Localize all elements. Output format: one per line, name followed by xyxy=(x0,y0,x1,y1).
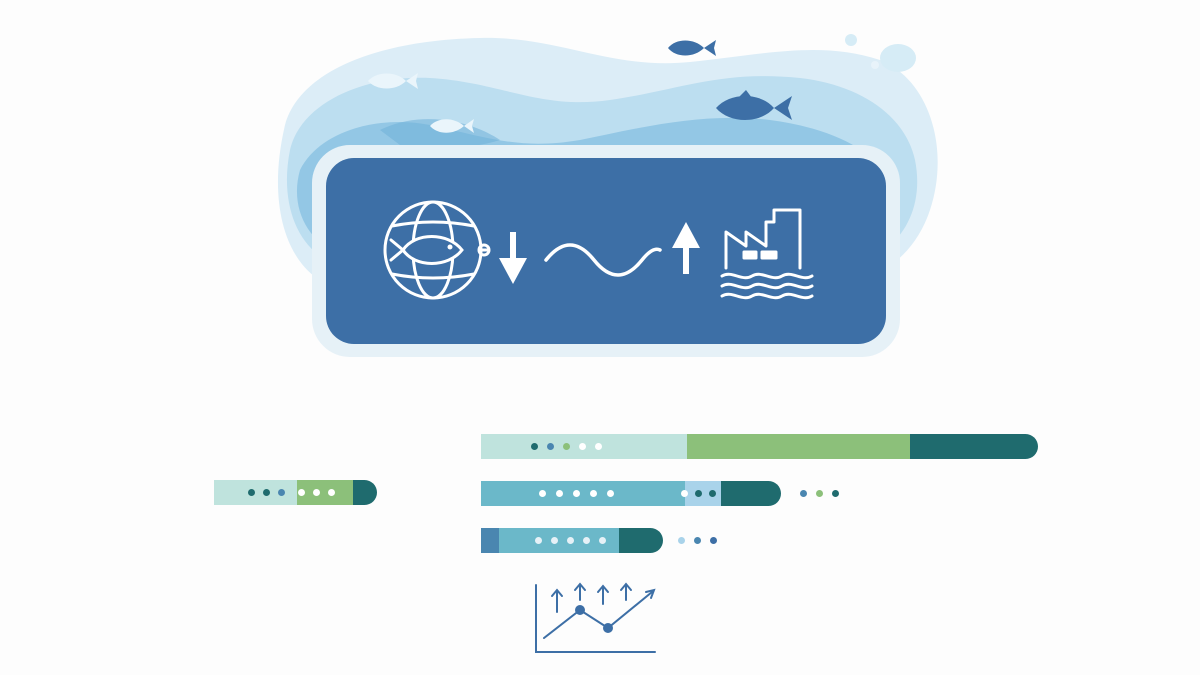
bubbles xyxy=(845,34,916,72)
bar-dot xyxy=(695,490,702,497)
legend-dot xyxy=(816,490,823,497)
bar-dot xyxy=(599,537,606,544)
fish-icon xyxy=(716,90,792,120)
bar-dot xyxy=(551,537,558,544)
bar-dot xyxy=(583,537,590,544)
bar-dot xyxy=(573,490,580,497)
bar-segment xyxy=(685,481,724,506)
bar-segment xyxy=(297,480,355,505)
legend-dot xyxy=(832,490,839,497)
bar-dot xyxy=(579,443,586,450)
wave-line-icon xyxy=(544,243,662,277)
bar-dot xyxy=(531,443,538,450)
bar-dot xyxy=(709,490,716,497)
bar-dot xyxy=(595,443,602,450)
bar-segment xyxy=(687,434,916,459)
fish-icon xyxy=(368,73,418,89)
bar-middle xyxy=(481,481,781,506)
legend-dot xyxy=(678,537,685,544)
factory-water-icon xyxy=(720,208,814,300)
bar-segment xyxy=(481,434,693,459)
bar-dot xyxy=(313,489,320,496)
bar-dot xyxy=(590,490,597,497)
bar-bottom xyxy=(481,528,663,553)
bar-dot xyxy=(248,489,255,496)
bar-dot xyxy=(328,489,335,496)
bar-dot xyxy=(535,537,542,544)
globe-fish-icon xyxy=(383,200,491,300)
fish-group xyxy=(368,40,792,133)
bar-dot xyxy=(563,443,570,450)
bar-segment xyxy=(721,481,781,506)
trend-chart-icon xyxy=(535,582,656,653)
fish-icon xyxy=(430,119,474,133)
bar-dot xyxy=(278,489,285,496)
bar-dot xyxy=(607,490,614,497)
bar-segment xyxy=(481,528,502,553)
legend-dot xyxy=(694,537,701,544)
bar-dot xyxy=(556,490,563,497)
arrow-up-icon xyxy=(672,222,700,274)
bar-dot xyxy=(567,537,574,544)
bar-dot xyxy=(547,443,554,450)
bar-dot xyxy=(263,489,270,496)
bar-segment xyxy=(909,434,1038,459)
fish-icon xyxy=(668,40,716,56)
legend-dot xyxy=(800,490,807,497)
bar-dot xyxy=(298,489,305,496)
arrow-down-icon xyxy=(499,232,527,284)
legend-dot xyxy=(710,537,717,544)
bar-top xyxy=(481,434,1038,459)
bar-left xyxy=(214,480,377,505)
bar-dot xyxy=(681,490,688,497)
bar-dot xyxy=(539,490,546,497)
bar-segment xyxy=(481,481,688,506)
bar-segment xyxy=(352,480,377,505)
policy-panel xyxy=(312,145,900,357)
bar-segment xyxy=(619,528,663,553)
